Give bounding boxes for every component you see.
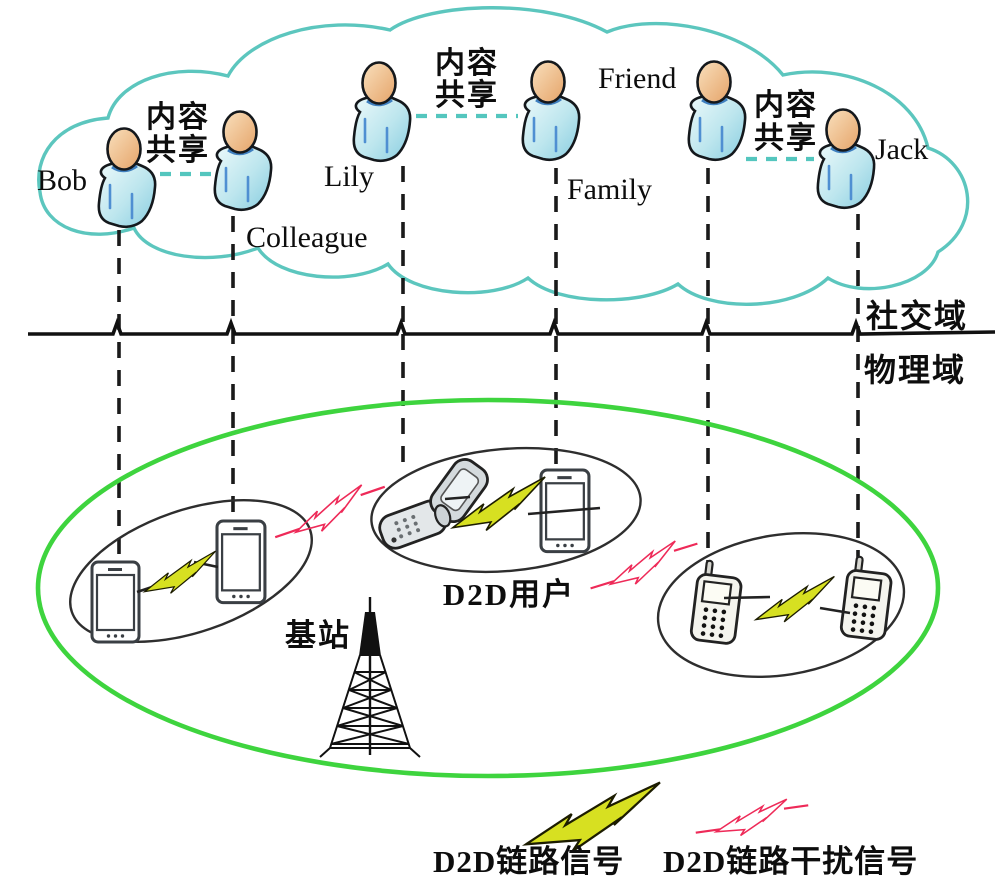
- label-lily: Lily: [324, 160, 374, 193]
- d2d-users-label: D2D用户: [443, 577, 575, 612]
- content-share-line1: 内容: [146, 101, 210, 134]
- legend-interference-label: D2D链路干扰信号: [663, 844, 918, 879]
- content-share-line2: 共享: [754, 121, 818, 155]
- base-station-tower: [319, 597, 421, 758]
- d2d-pair-ellipse-left: [69, 499, 313, 643]
- content-share-line1: 内容: [754, 89, 818, 122]
- label-jack: Jack: [875, 133, 928, 166]
- smartphone-left-2: [215, 519, 267, 605]
- person-lily: [352, 61, 412, 163]
- interference-bolt-middle-right: [583, 533, 705, 599]
- d2d-signal-bolt-right: [749, 575, 843, 629]
- legend-interference-icon: [691, 795, 813, 843]
- d2d-pair-ellipse-right: [656, 531, 906, 679]
- domain-divider-line: [28, 317, 996, 336]
- smartphone-left-1: [90, 560, 141, 644]
- label-colleague: Colleague: [246, 221, 368, 254]
- d2d-pair-ellipse-middle: [370, 446, 642, 574]
- social-domain-label: 社交域: [866, 298, 968, 334]
- person-family: [521, 60, 581, 162]
- person-jack: [816, 108, 876, 210]
- base-station-label: 基站: [285, 618, 351, 653]
- feature-phone-right-2: [838, 554, 896, 642]
- bolt-tail: [444, 495, 471, 501]
- person-friend: [687, 60, 747, 162]
- content-share-label-3: 内容 共享: [754, 89, 818, 155]
- social-cloud: [37, 6, 970, 306]
- label-bob: Bob: [37, 164, 87, 197]
- physical-domain-ellipse: [35, 397, 941, 779]
- bolt-tail: [819, 606, 851, 615]
- bolt-tail: [527, 506, 601, 516]
- bolt-tail: [723, 595, 771, 600]
- label-family: Family: [567, 173, 652, 206]
- person-colleague: [213, 110, 273, 212]
- content-share-line2: 共享: [146, 133, 210, 167]
- physical-domain-label: 物理域: [864, 352, 966, 388]
- d2d-signal-bolt-left: [138, 550, 224, 600]
- legend-d2d-signal-label: D2D链路信号: [433, 844, 624, 879]
- content-share-line2: 共享: [435, 78, 499, 112]
- feature-phone-right-1: [688, 558, 746, 646]
- content-share-links: [140, 113, 814, 177]
- label-friend: Friend: [598, 62, 676, 95]
- content-share-line1: 内容: [435, 47, 499, 80]
- content-share-label-1: 内容 共享: [146, 101, 210, 167]
- content-share-label-2: 内容 共享: [435, 47, 499, 112]
- social-physical-mapping-lines: [117, 166, 860, 566]
- legend: D2D链路信号 D2D链路干扰信号: [433, 781, 918, 879]
